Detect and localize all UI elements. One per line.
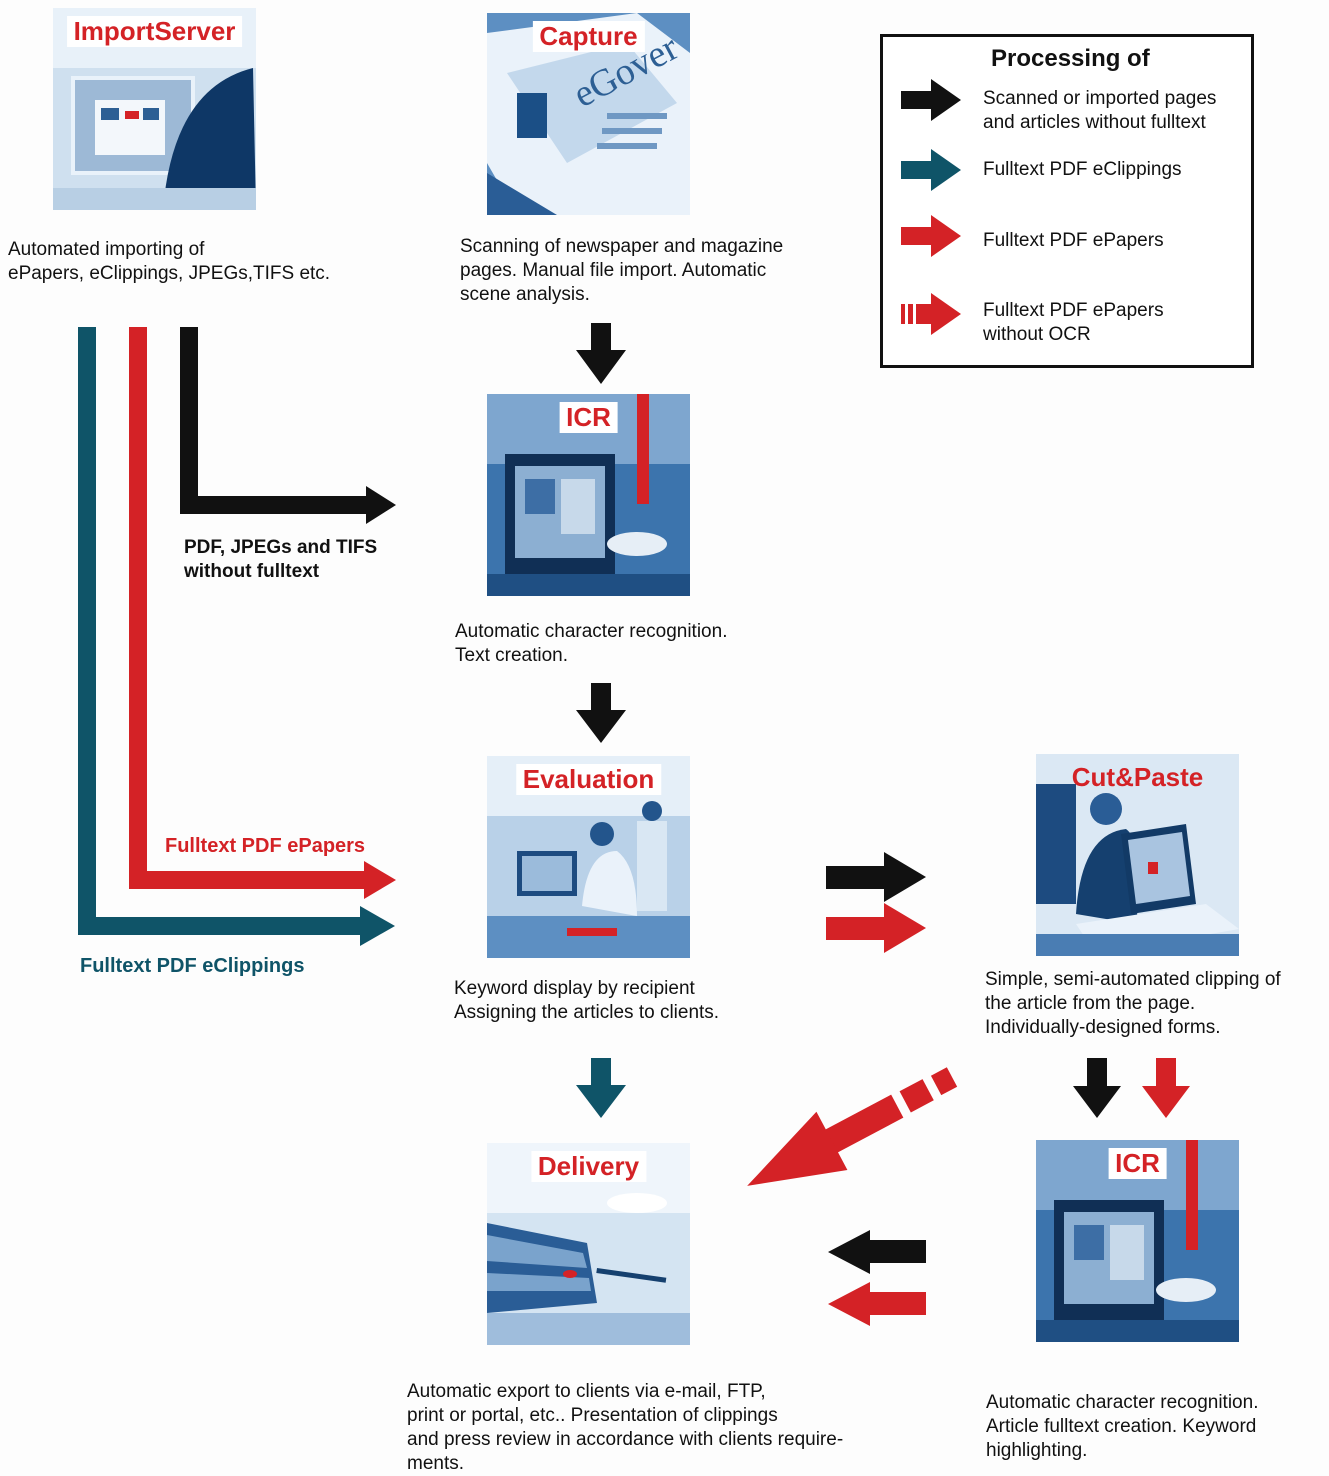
scanned-flow-arrowhead bbox=[366, 486, 396, 524]
cutpaste-node: Cut&Paste bbox=[1036, 754, 1239, 956]
legend-title: Processing of bbox=[991, 45, 1150, 72]
icr-bottom-title: ICR bbox=[1108, 1148, 1167, 1179]
scanned-flow-line bbox=[180, 327, 368, 514]
fulltext-eclippings-label: Fulltext PDF eClippings bbox=[80, 955, 305, 977]
capture-node: eGover Capture bbox=[487, 13, 690, 215]
icr-bottom-node: ICR bbox=[1036, 1140, 1239, 1342]
stacked-magazines-photo-icon bbox=[487, 1143, 690, 1345]
delivery-description: Automatic export to clients via e-mail, … bbox=[407, 1381, 844, 1474]
cut-to-icr-black-arrow bbox=[1073, 1058, 1121, 1118]
eclippings-flow-arrowhead bbox=[360, 906, 395, 946]
capture-title: Capture bbox=[532, 21, 645, 52]
evaluation-to-delivery-arrow bbox=[576, 1058, 626, 1118]
icr-top-node: ICR bbox=[487, 394, 690, 596]
capture-description: Scanning of newspaper and magazine pages… bbox=[460, 236, 784, 305]
legend-box: Processing of Scanned or imported pages … bbox=[880, 34, 1254, 368]
legend-item-epapers: Fulltext PDF ePapers bbox=[983, 230, 1164, 251]
evaluation-description: Keyword display by recipient Assigning t… bbox=[454, 978, 720, 1023]
icr-to-delivery-red-arrow bbox=[828, 1282, 926, 1326]
icr-top-description: Automatic character recognition. Text cr… bbox=[455, 621, 728, 666]
icr-bottom-description: Automatic character recognition. Article… bbox=[986, 1392, 1259, 1461]
delivery-node: Delivery bbox=[487, 1143, 690, 1345]
evaluation-title: Evaluation bbox=[515, 764, 662, 795]
red-dashed-arrow-icon bbox=[901, 293, 961, 335]
delivery-title: Delivery bbox=[530, 1151, 647, 1182]
epapers-flow-line bbox=[129, 327, 366, 889]
fulltext-epapers-label: Fulltext PDF ePapers bbox=[165, 835, 366, 857]
office-workers-photo-icon bbox=[487, 756, 690, 958]
icr-to-delivery-black-arrow bbox=[828, 1230, 926, 1274]
eclippings-flow-line bbox=[78, 327, 362, 935]
laptop-photo-icon bbox=[1036, 754, 1239, 956]
cut-to-delivery-dashed-arrow bbox=[747, 1067, 958, 1186]
red-arrow-icon bbox=[901, 215, 961, 257]
legend-item-eclippings: Fulltext PDF eClippings bbox=[983, 159, 1182, 180]
legend-item-epapers-no-ocr: Fulltext PDF ePapers without OCR bbox=[983, 300, 1164, 345]
pdf-without-fulltext-label: PDF, JPEGs and TIFS without fulltext bbox=[184, 537, 378, 582]
cutpaste-title: Cut&Paste bbox=[1071, 762, 1204, 792]
importserver-description: Automated importing of ePapers, eClippin… bbox=[8, 239, 331, 284]
capture-to-icr-arrow bbox=[576, 323, 626, 384]
epapers-flow-arrowhead bbox=[364, 861, 396, 899]
teal-arrow-icon bbox=[901, 149, 961, 191]
importserver-title: ImportServer bbox=[66, 16, 243, 47]
cut-to-icr-red-arrow bbox=[1142, 1058, 1190, 1118]
eval-to-cut-black-arrow bbox=[826, 852, 926, 902]
importserver-node: ImportServer bbox=[53, 8, 256, 210]
desk-monitor-photo-icon bbox=[1036, 1140, 1239, 1342]
cutpaste-description: Simple, semi-automated clipping of the a… bbox=[985, 969, 1281, 1038]
eval-to-cut-red-arrow bbox=[826, 903, 926, 953]
black-arrow-icon bbox=[901, 79, 961, 121]
icr-to-evaluation-arrow bbox=[576, 683, 626, 743]
evaluation-node: Evaluation bbox=[487, 756, 690, 958]
icr-top-title: ICR bbox=[559, 402, 618, 433]
legend-item-scanned: Scanned or imported pages and articles w… bbox=[983, 88, 1217, 133]
